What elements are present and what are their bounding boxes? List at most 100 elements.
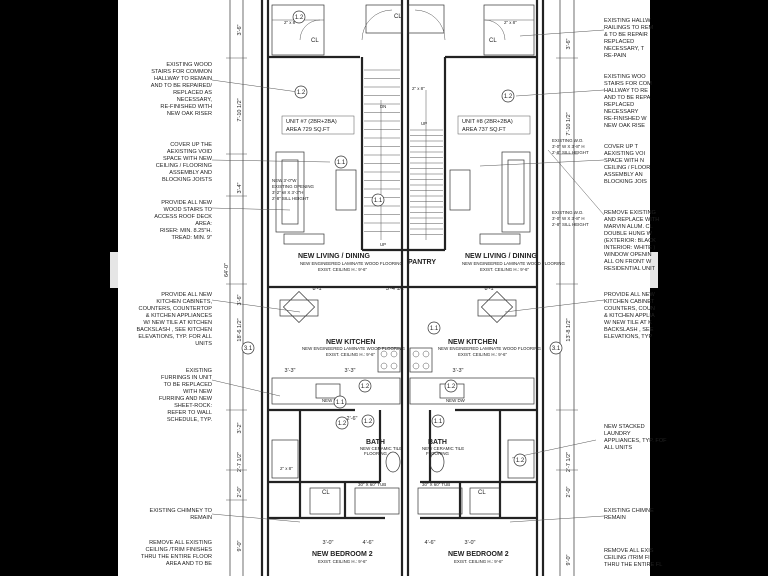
note-right-1-1: STAIRS FOR COM — [604, 81, 652, 87]
note-left-2-4: RISER: MIN. 8.25"H. — [160, 228, 212, 234]
bath-fixtures — [271, 439, 535, 515]
note-right-0-1: RAILINGS TO REM — [604, 25, 654, 31]
keynote-tag-text: 1.2 — [295, 15, 304, 21]
unit-label-8: UNIT #8 (2BR+2BA) AREA 737 SQ.FT — [457, 115, 531, 135]
keynote-tag-circle — [549, 341, 563, 355]
tub-label-8: 30" X 60" TUB — [422, 482, 450, 487]
beam-label-3: 2" x 8" — [412, 86, 425, 91]
note-left-6-3: AREA AND TO BE — [166, 561, 212, 567]
leader-lines — [211, 29, 605, 523]
note-left-3-3: & KITCHEN APPLIANCES — [146, 313, 212, 319]
note-right-2-5: BLOCKING JOIS — [604, 179, 647, 185]
kitchen-sub-8: NEW ENGINEERED LAMINATE WOOD FLOORING — [438, 346, 541, 351]
bedroom-label-8: NEW BEDROOM 2 — [448, 551, 509, 558]
note-right-2-3: CEILING / FLOOR — [604, 165, 650, 171]
top-closets — [271, 4, 535, 56]
note-right-6-0: EXISTING CHIMNE — [604, 508, 654, 514]
note-right-1-3: AND TO BE REPA — [604, 95, 651, 101]
note-right-3-6: WINDOW OPENIN — [604, 252, 652, 258]
bath-sub-8: NEW CERAMIC TILE — [422, 446, 464, 451]
dim-mid: 3'-0" — [465, 540, 476, 546]
keynote-tag-circle — [361, 414, 375, 428]
note-right-7-0: REMOVE ALL EXIS — [604, 548, 654, 554]
note-left-3-4: W/ NEW TILE AT KITCHEN — [143, 320, 212, 326]
note-left-0-1: STAIRS FOR COMMON — [151, 69, 212, 75]
note-right-3-3: DOUBLE HUNG W — [604, 231, 653, 237]
dim-mid: 3'-3" — [345, 368, 356, 374]
opening-line-4: 2'-8" SILL HEIGHT — [272, 196, 309, 201]
keynote-tag-text: 1.2 — [338, 421, 347, 427]
dim-mid: 3'-4 1/2" — [386, 286, 406, 292]
note-right-4-3: & KITCHEN APPLIA — [604, 313, 655, 319]
note-right-2-0: COVER UP T — [604, 144, 639, 150]
note-right-3-0: REMOVE EXISTING — [604, 210, 656, 216]
stair-up-label-1: UP — [421, 121, 427, 126]
note-left-6-1: CEILING /TRIM FINISHES — [145, 547, 212, 553]
note-right-4-1: KITCHEN CABINET — [604, 299, 655, 305]
beam-label-2: 2" x 8" — [504, 20, 517, 25]
keynote-tag-circle — [427, 321, 441, 335]
dimension-lines — [226, 0, 578, 576]
note-right-0-3: REPLACED — [604, 39, 634, 45]
dim-left: 9'-0" — [237, 540, 243, 551]
note-left-1-1: AEXISTING VOID — [167, 149, 212, 155]
closet-label-4: CL — [322, 490, 330, 496]
window-a-line-3: 2'-8" SILL HEIGHT — [552, 150, 589, 155]
note-right-1-2: HALLWAY TO RE — [604, 88, 648, 94]
left-scroll-tab — [110, 252, 118, 288]
note-right-2-2: SPACE WITH N — [604, 158, 644, 164]
window-b-line-3: 2'-8" SILL HEIGHT — [552, 222, 589, 227]
keynote-tag-circle — [294, 85, 308, 99]
keynote-tag-text: 1.1 — [337, 160, 346, 166]
kitchen-label-7: NEW KITCHEN — [326, 339, 375, 346]
note-left-2-1: WOOD STAIRS TO — [164, 207, 213, 213]
note-left-0-3: AND TO BE REPAIRED/ — [151, 83, 213, 89]
keynote-tag-text: 1.2 — [516, 458, 525, 464]
note-left-0-5: NECESSARY, — [177, 97, 213, 103]
keynote-tag-circle — [241, 341, 255, 355]
dim-left: 3'-2" — [237, 422, 243, 433]
note-right-2-4: ASSEMBLY AN — [604, 172, 643, 178]
note-right-4-6: ELEVATIONS, TYP — [604, 334, 652, 340]
unit-label-7: UNIT #7 (2BR+2BA) AREA 729 SQ.FT — [281, 115, 355, 135]
kitchen-ceiling-8: EXIST. CEILING H.: 9'-6" — [458, 352, 507, 357]
note-left-1-4: ASSEMBLY AND — [169, 170, 212, 176]
keynote-tag-circle — [334, 155, 348, 169]
keynote-tag-text: 1.2 — [504, 94, 513, 100]
note-left-0-0: EXISTING WOOD — [166, 62, 212, 68]
bath-floor-8: FLOORING — [426, 451, 450, 456]
stairs — [364, 69, 443, 240]
keynote-tag-text: 1.2 — [361, 384, 370, 390]
keynote-tag-circle — [501, 89, 515, 103]
note-right-6-1: REMAIN — [604, 515, 626, 521]
bedroom-label-7: NEW BEDROOM 2 — [312, 551, 373, 558]
stair-dn-label: DN — [380, 104, 386, 109]
note-left-1-3: CEILING / FLOORING — [156, 163, 212, 169]
note-left-1-5: BLOCKING JOISTS — [162, 177, 212, 183]
living-sub-7: NEW ENGINEERED LAMINATE WOOD FLOORING — [300, 261, 403, 266]
unit-8-name: UNIT #8 (2BR+2BA) — [462, 119, 513, 125]
note-left-2-0: PROVIDE ALL NEW — [161, 200, 212, 206]
building-walls — [260, 0, 545, 576]
keynote-tag-circle — [335, 416, 349, 430]
dim-right: 13'-8 1/2" — [566, 318, 572, 341]
keynote-tag-text: 1.1 — [336, 400, 345, 406]
dim-mid: 8'-1" — [313, 286, 324, 292]
note-left-0-4: REPLACED AS — [173, 90, 212, 96]
note-left-2-3: AREA: — [195, 221, 212, 227]
note-right-3-4: (EXTERIOR: BLACK — [604, 238, 656, 244]
keynote-tag-text: 1.2 — [364, 419, 373, 425]
living-label-8: NEW LIVING / DINING — [465, 253, 538, 260]
note-left-3-5: BACKSLASH , SEE KITCHEN — [136, 327, 212, 333]
dim-right: 2'-7 1/2" — [566, 452, 572, 472]
note-left-3-2: COUNTERS, COUNTERTOP — [139, 306, 213, 312]
room-labels: NEW LIVING / DINING NEW ENGINEERED LAMIN… — [272, 14, 589, 564]
keynote-tag-circle — [371, 193, 385, 207]
opening-line-1: NEW 3'-0"W — [272, 178, 297, 183]
dim-mid: 4'-6" — [363, 540, 374, 546]
note-left-3-6: ELEVATIONS, TYP. FOR ALL — [138, 334, 212, 340]
note-right-1-7: NEW OAK RISE — [604, 123, 645, 129]
dim-mid: 3'-0" — [323, 540, 334, 546]
note-left-5-0: EXISTING CHIMNEY TO — [150, 508, 213, 514]
